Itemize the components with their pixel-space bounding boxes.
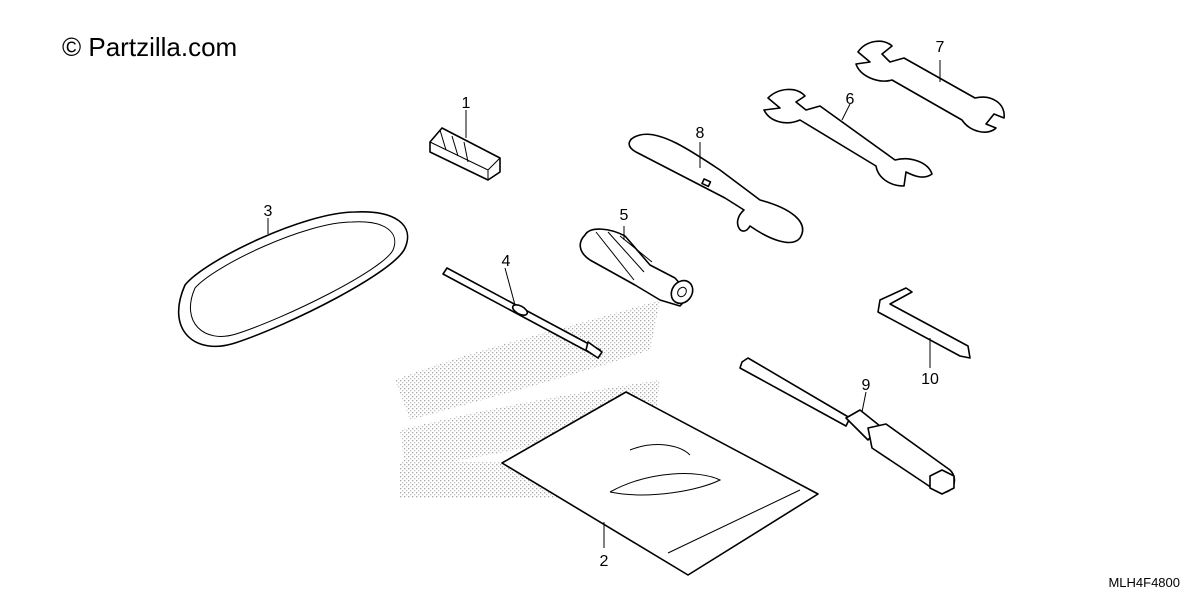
- part-1-fuse-puller[interactable]: [429, 110, 501, 181]
- callout-4: 4: [502, 253, 511, 270]
- callout-7: 7: [936, 39, 945, 56]
- diagram-code: MLH4F4800: [1108, 575, 1180, 590]
- callout-1: 1: [462, 95, 471, 112]
- part-5-screwdriver-handle[interactable]: [579, 226, 697, 308]
- callout-10: 10: [921, 371, 939, 388]
- part-3-band[interactable]: [177, 211, 409, 348]
- watermark-text: © Partzilla.com: [62, 32, 237, 62]
- part-9-spark-plug-wrench[interactable]: [739, 357, 956, 495]
- part-4-screwdriver-bit[interactable]: [442, 267, 603, 359]
- part-8-pin-spanner[interactable]: [628, 133, 804, 244]
- callout-5: 5: [620, 207, 629, 224]
- part-7-open-wrench[interactable]: [855, 40, 1005, 133]
- callout-3: 3: [264, 203, 273, 220]
- part-10-hex-key[interactable]: [877, 287, 971, 368]
- callout-9: 9: [862, 377, 871, 394]
- callout-8: 8: [696, 125, 705, 142]
- callout-2: 2: [600, 553, 609, 570]
- callout-6: 6: [846, 91, 855, 108]
- part-2-manual-bag[interactable]: [501, 391, 819, 576]
- part-6-open-wrench[interactable]: [763, 88, 933, 187]
